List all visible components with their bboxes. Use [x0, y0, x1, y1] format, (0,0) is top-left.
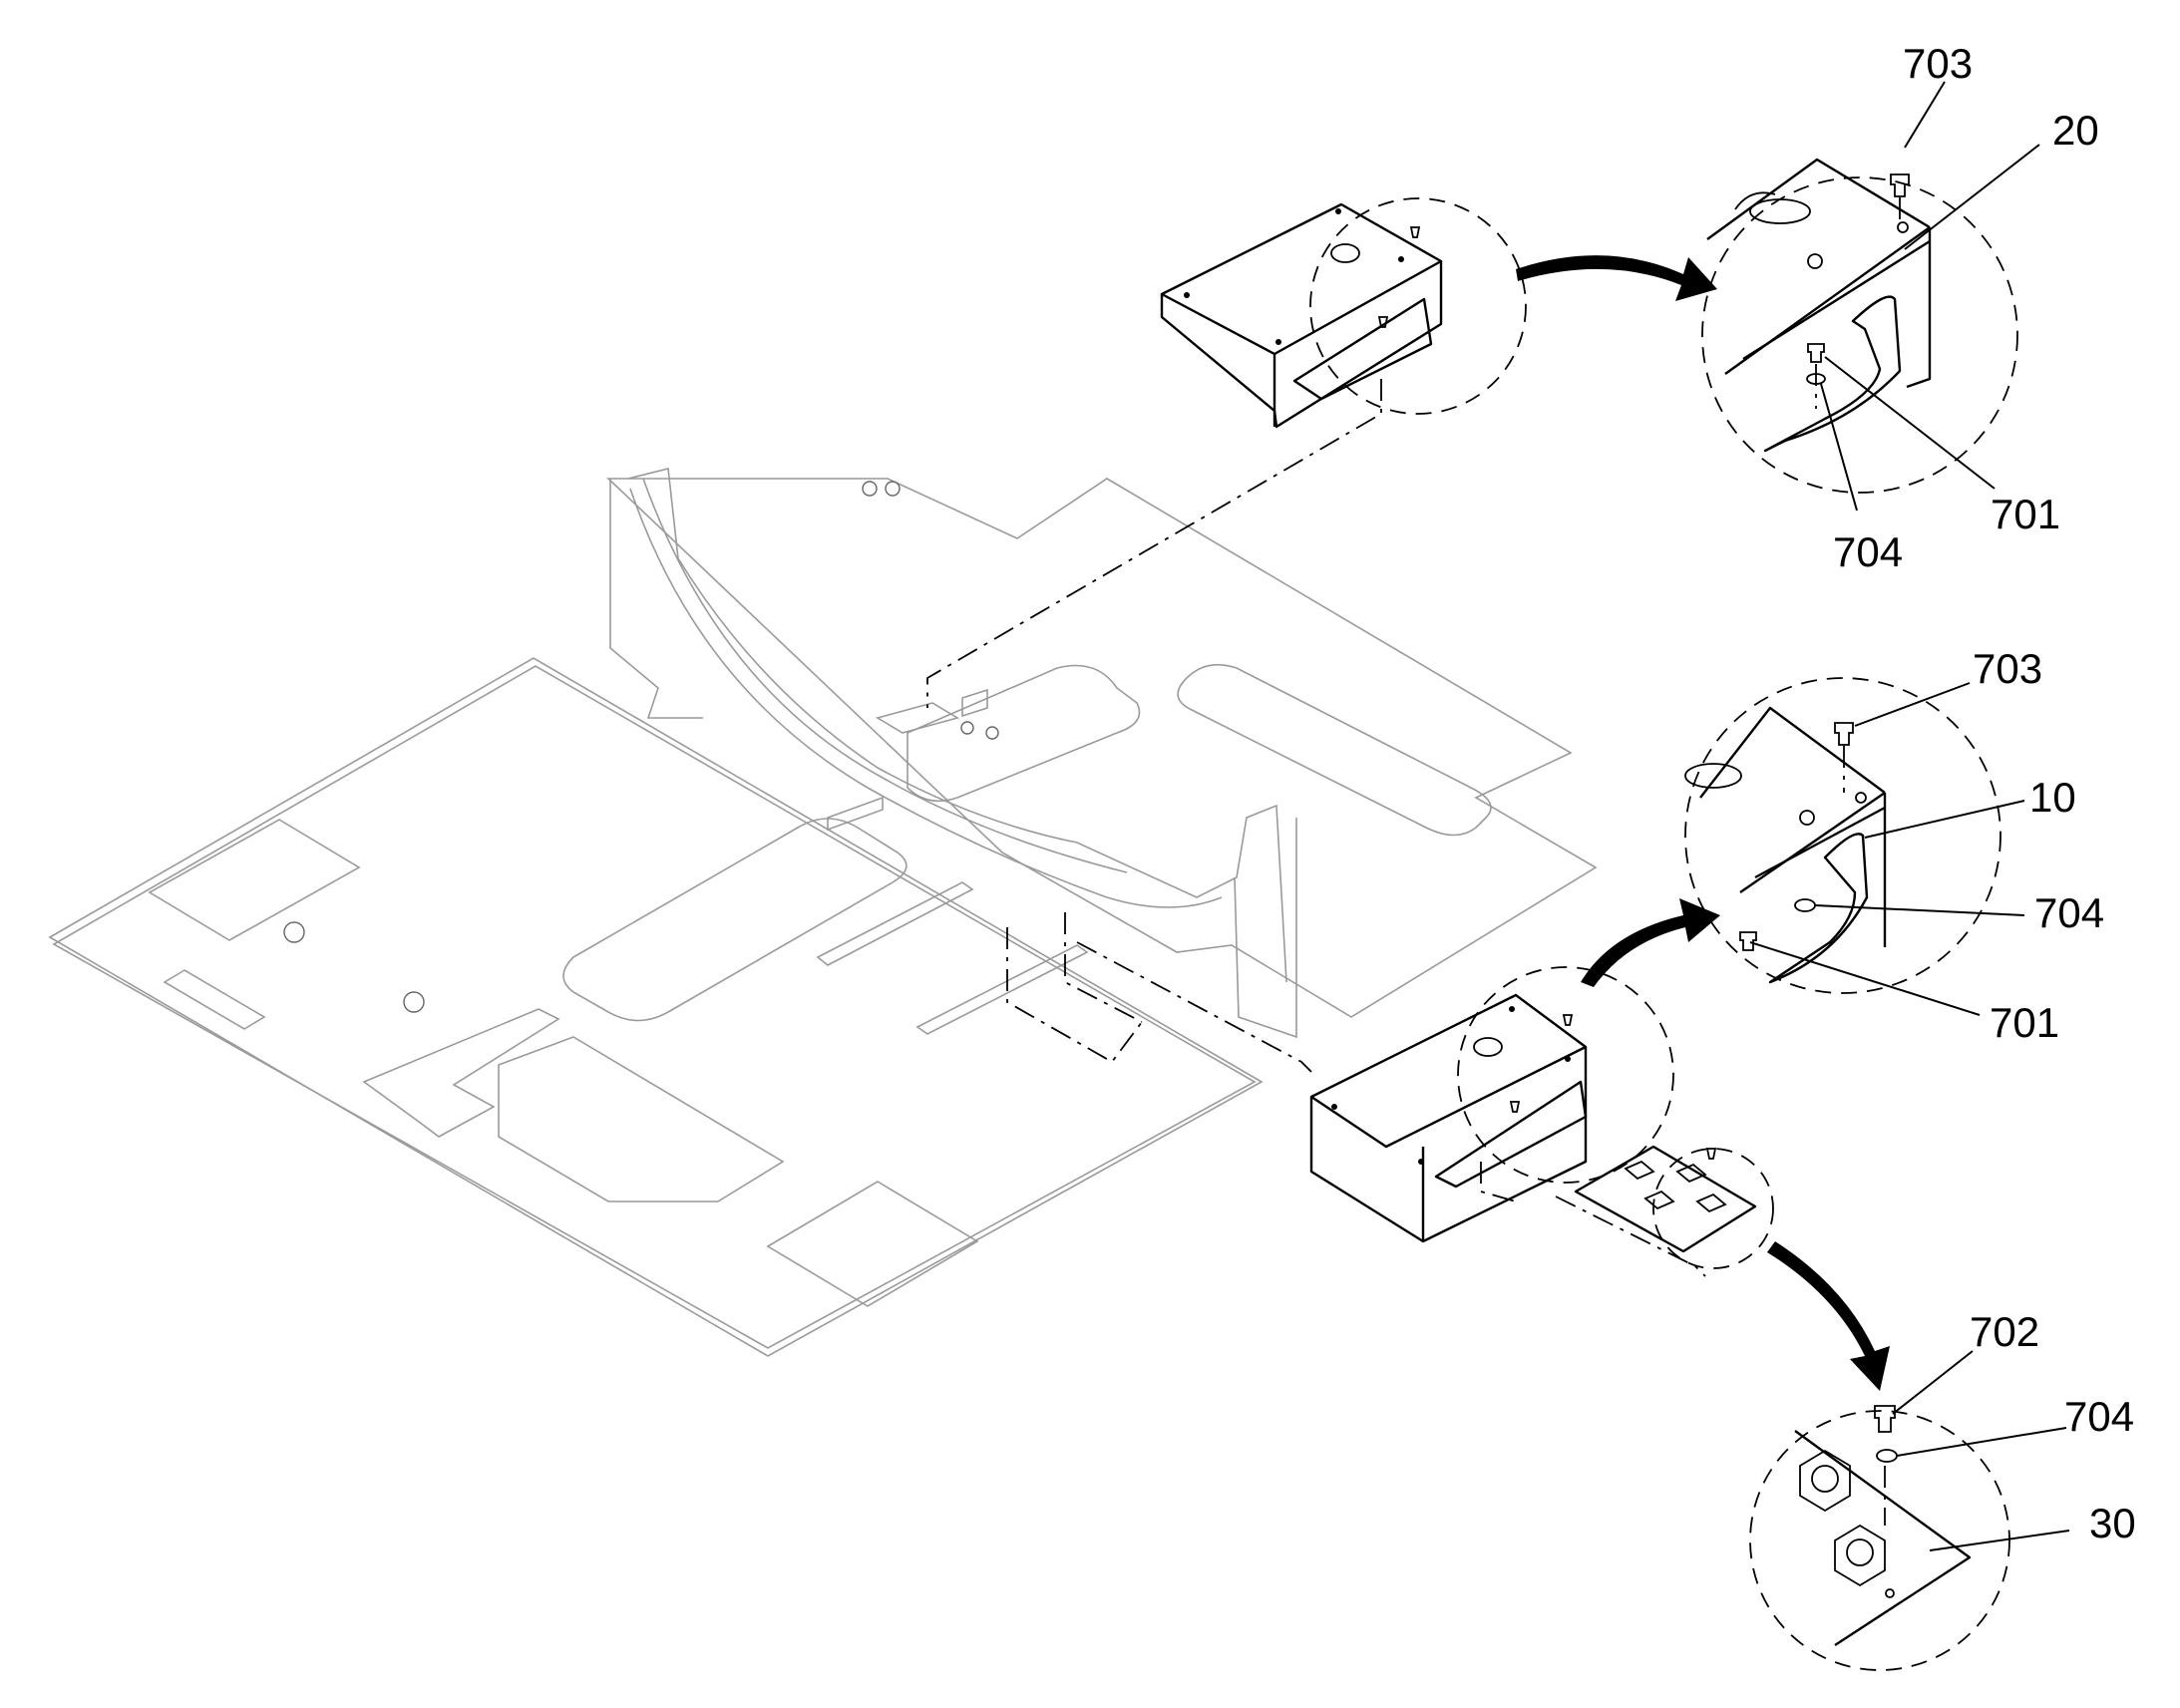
bolt-701-mid	[1739, 931, 1757, 951]
label-704-top: 704	[1833, 528, 1903, 575]
dash-lines	[926, 379, 1706, 1277]
nut-upper	[1799, 1449, 1851, 1513]
detail-top: 703 20 701 704	[1701, 40, 2099, 575]
label-30: 30	[2089, 1500, 2136, 1546]
label-704-mid: 704	[2034, 889, 2104, 936]
label-703-mid: 703	[1973, 645, 2042, 692]
callout-arrows	[1516, 255, 1890, 1391]
cover-10-assembly-view	[1309, 966, 1674, 1243]
label-10: 10	[2029, 774, 2076, 821]
detail-mid: 703 10 704 701	[1684, 645, 2104, 1046]
arrow-to-top-detail	[1516, 255, 1717, 301]
bolt-702	[1874, 1405, 1896, 1433]
nut-lower	[1834, 1524, 1886, 1587]
label-701-top: 701	[1991, 491, 2060, 537]
label-703-top: 703	[1903, 40, 1973, 87]
arrow-to-mid-detail	[1581, 898, 1720, 987]
washer-704-mid	[1794, 898, 1816, 912]
cover-20-assembly-view	[1160, 197, 1527, 429]
washer-704-bottom	[1876, 1449, 1898, 1463]
bolt-701-top	[1807, 343, 1825, 363]
rear-floor-plate	[605, 478, 1598, 1018]
screw-703-top	[1890, 173, 1910, 197]
screw-703-mid	[1834, 722, 1854, 746]
curved-frame-member	[609, 468, 1297, 1039]
floor-plate	[48, 657, 1264, 1357]
label-702: 702	[1970, 1308, 2039, 1355]
plate-30-assembly-view	[1574, 1145, 1774, 1269]
label-20: 20	[2052, 107, 2099, 154]
arrow-to-bottom-detail	[1767, 1241, 1890, 1391]
detail-bottom: 702 704 30	[1749, 1308, 2136, 1671]
label-704-bottom: 704	[2064, 1393, 2134, 1440]
label-701-mid: 701	[1990, 999, 2059, 1046]
